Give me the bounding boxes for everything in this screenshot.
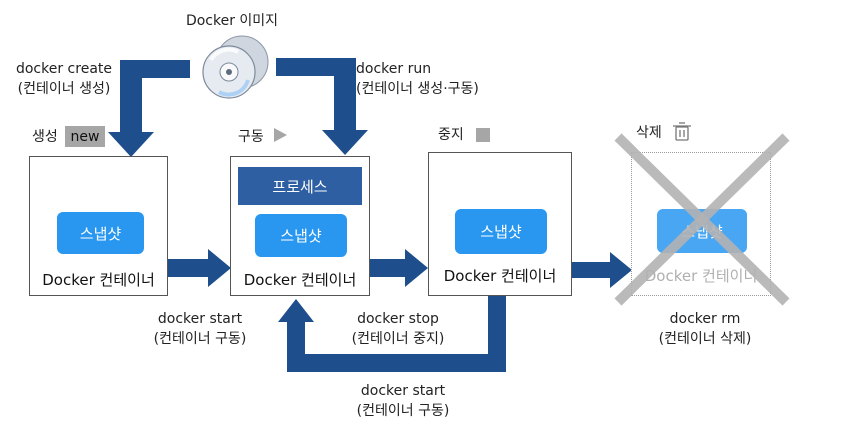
rm-command: docker rm: [669, 311, 741, 327]
snapshot-button: 스냅샷: [455, 209, 547, 254]
process-bar: 프로세스: [238, 167, 362, 205]
container-name: Docker 컨테이너: [644, 267, 758, 285]
start-arrow: [168, 249, 231, 287]
stop-square-icon: [476, 128, 490, 142]
container-deleted: 스냅샷 Docker 컨테이너: [631, 152, 771, 296]
create-command: docker create: [15, 61, 113, 77]
create-arrow: [108, 60, 190, 157]
run-command: docker run: [356, 61, 432, 77]
run-description: (컨테이너 생성·구동): [356, 81, 479, 97]
stop-arrow: [370, 249, 428, 287]
rm-arrow: [572, 252, 632, 288]
container-running: 프로세스 스냅샷 Docker 컨테이너: [230, 156, 370, 296]
container-name: Docker 컨테이너: [443, 267, 557, 285]
state-created-label: 생성: [32, 129, 58, 145]
stop-command: docker stop: [357, 311, 439, 327]
container-name: Docker 컨테이너: [243, 271, 357, 289]
stop-description: (컨테이너 중지): [351, 331, 445, 347]
restart-arrow: [278, 296, 506, 372]
container-stopped: 스냅샷 Docker 컨테이너: [428, 152, 572, 296]
create-description: (컨테이너 생성): [17, 81, 111, 97]
new-badge: new: [65, 126, 105, 147]
play-icon: [274, 128, 287, 142]
state-running-label: 구동: [238, 129, 264, 145]
snapshot-button: 스냅샷: [255, 214, 347, 257]
trash-icon: [673, 122, 691, 141]
snapshot-button: 스냅샷: [57, 212, 144, 254]
restart-command: docker start: [360, 383, 446, 399]
restart-description: (컨테이너 구동): [356, 403, 450, 419]
run-arrow: [276, 58, 368, 155]
start-description: (컨테이너 구동): [153, 331, 247, 347]
container-name: Docker 컨테이너: [42, 271, 155, 289]
state-stopped-label: 중지: [438, 127, 464, 143]
rm-description: (컨테이너 삭제): [658, 331, 752, 347]
image-label: Docker 이미지: [185, 13, 279, 29]
start-command: docker start: [157, 311, 243, 327]
snapshot-button: 스냅샷: [657, 209, 747, 253]
disc-icon: [202, 35, 269, 99]
state-deleted-label: 삭제: [636, 125, 662, 141]
container-created: 스냅샷 Docker 컨테이너: [29, 156, 168, 296]
